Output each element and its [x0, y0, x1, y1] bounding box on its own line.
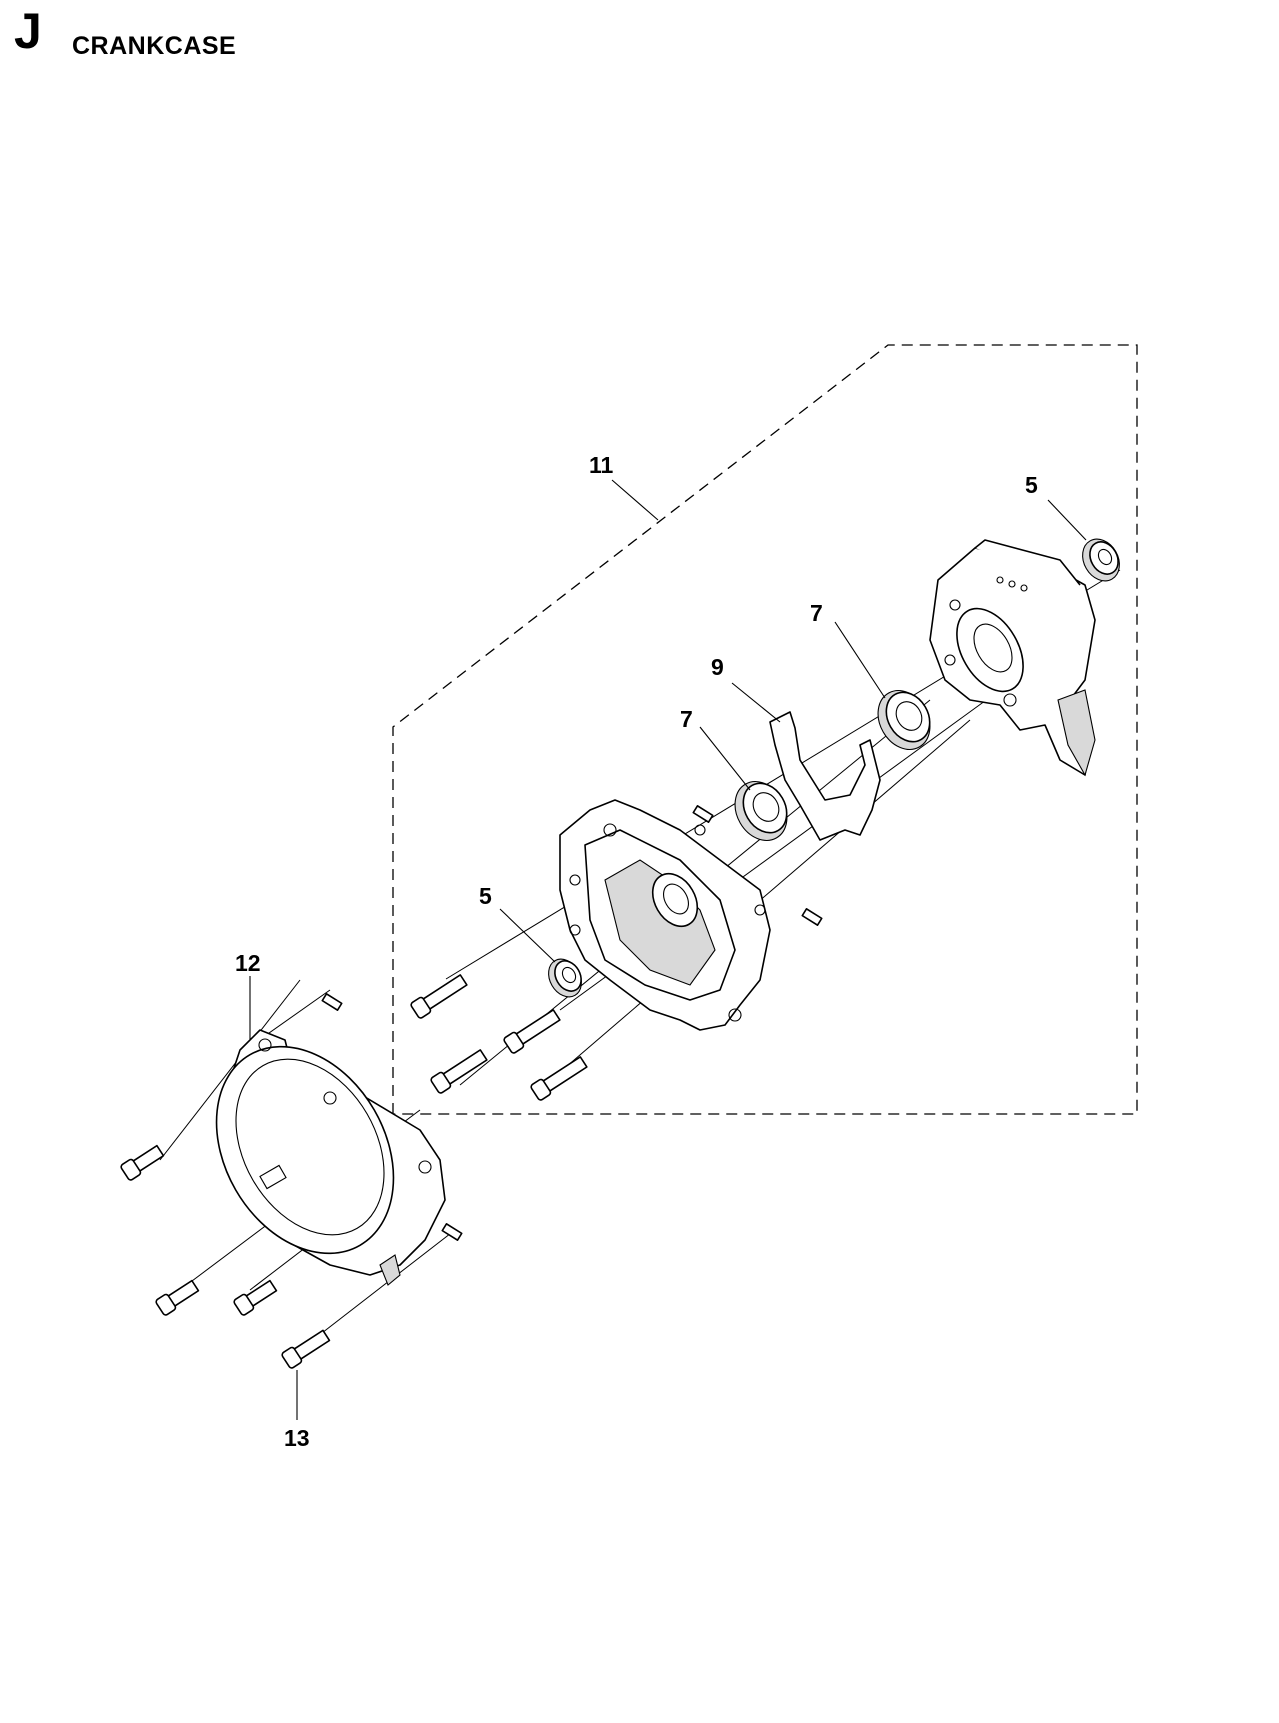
- oil-seal-left: [548, 958, 582, 998]
- callout-9: 9: [711, 654, 724, 680]
- page-header: J CRANKCASE: [0, 0, 600, 80]
- leader-lines: [249, 479, 1087, 1420]
- callouts: 11 5 7 9 7 5 12 13: [235, 452, 1038, 1451]
- callout-5-left: 5: [479, 883, 492, 909]
- bearing-right: [877, 690, 931, 750]
- oil-seal-right: [1082, 538, 1120, 582]
- bearing-left: [734, 781, 788, 841]
- callout-12: 12: [235, 950, 261, 976]
- section-letter: J: [14, 3, 42, 59]
- crankcase-half-right: [929, 539, 1096, 777]
- assembly-boundary: [392, 344, 1138, 1115]
- fan-housing: [215, 1029, 446, 1286]
- callout-5-top: 5: [1025, 472, 1038, 498]
- crankcase-screws: [410, 974, 588, 1101]
- callout-7-right: 7: [810, 600, 823, 626]
- crankcase-half-left: [559, 799, 771, 1031]
- section-title: CRANKCASE: [72, 32, 237, 60]
- callout-13: 13: [284, 1425, 310, 1451]
- fan-housing-screws: [120, 993, 463, 1369]
- callout-7-left: 7: [680, 706, 693, 732]
- callout-11: 11: [589, 452, 614, 478]
- gasket: [769, 711, 881, 841]
- dowel-pins: [692, 805, 823, 926]
